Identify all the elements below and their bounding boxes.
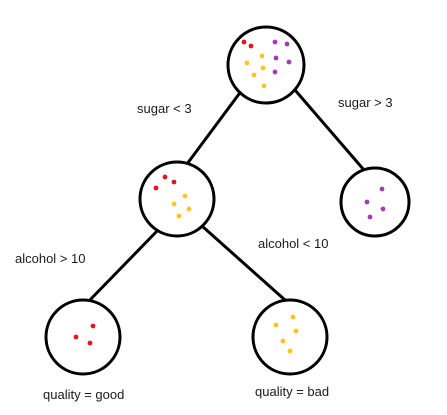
yellow-dot: [182, 193, 188, 199]
yellow-dot: [273, 322, 279, 328]
red-dot: [87, 340, 93, 346]
leaf-label-good: quality = good: [43, 387, 125, 402]
red-dot: [171, 179, 177, 185]
yellow-dot: [176, 213, 182, 219]
node-root: [226, 25, 306, 105]
yellow-dot: [244, 60, 250, 66]
red-dot: [73, 334, 79, 340]
red-dot: [90, 323, 96, 329]
yellow-dot: [259, 53, 265, 59]
purple-dot: [272, 69, 278, 75]
leaf-label-bad: quality = bad: [255, 384, 330, 399]
yellow-dot: [261, 83, 267, 89]
node-root-dots: [241, 39, 292, 89]
purple-dot: [284, 41, 290, 47]
purple-dot: [380, 206, 386, 212]
purple-dot: [273, 55, 279, 61]
yellow-dot: [280, 338, 286, 344]
node-bad-leaf-dots: [273, 314, 299, 354]
yellow-dot: [186, 206, 192, 212]
edge-root-right: [293, 89, 366, 171]
edge-label-alcohol-less: alcohol < 10: [258, 236, 329, 251]
node-mid-dots: [153, 174, 192, 219]
red-dot: [162, 174, 168, 180]
node-right-leaf: [339, 166, 411, 238]
node-right-leaf-dots: [364, 186, 386, 220]
node-good-leaf: [44, 298, 122, 376]
edge-label-alcohol-greater: alcohol > 10: [15, 251, 86, 266]
red-dot: [248, 43, 254, 49]
edge-root-left: [185, 89, 244, 165]
node-mid: [138, 160, 216, 238]
edge-label-sugar-less: sugar < 3: [137, 101, 192, 116]
yellow-dot: [290, 314, 296, 320]
yellow-dot: [287, 348, 293, 354]
tree-edges: [85, 89, 366, 305]
red-dot: [153, 185, 159, 191]
yellow-dot: [171, 201, 177, 207]
purple-dot: [364, 199, 370, 205]
purple-dot: [286, 59, 292, 65]
edge-mid-right: [201, 224, 286, 302]
node-good-leaf-dots: [73, 323, 96, 346]
purple-dot: [379, 186, 385, 192]
yellow-dot: [260, 65, 266, 71]
edge-label-sugar-greater: sugar > 3: [338, 95, 393, 110]
edge-mid-left: [85, 226, 162, 305]
purple-dot: [272, 39, 278, 45]
red-dot: [241, 39, 247, 45]
yellow-dot: [251, 72, 257, 78]
yellow-dot: [293, 328, 299, 334]
purple-dot: [367, 214, 373, 220]
node-bad-leaf: [251, 298, 329, 376]
